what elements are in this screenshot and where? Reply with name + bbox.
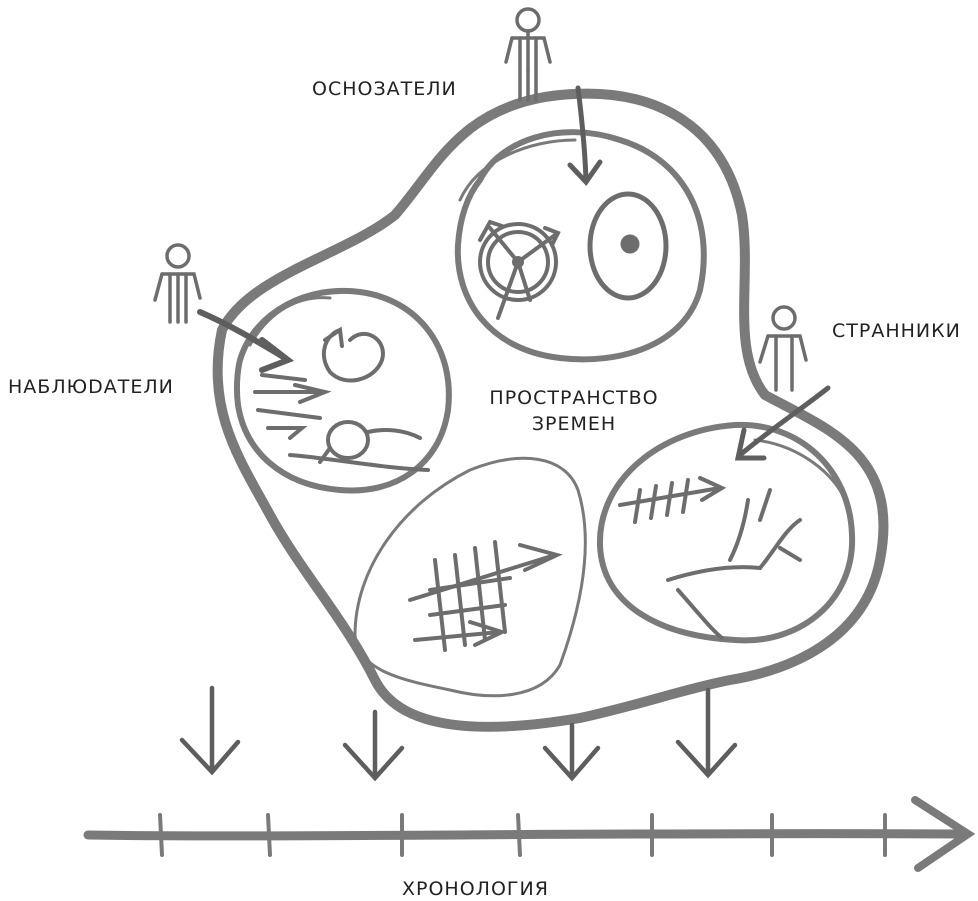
observers-label: НАБЛЮDАТЕЛИ [8, 378, 174, 397]
center-label: ПРОСТРАНСТВО ЗРЕМЕН [482, 386, 666, 437]
branch-icon [620, 478, 800, 638]
center-label-line1: ПРОСТРАНСТВО [482, 386, 666, 412]
timeline-label: ХРОНОЛОГИЯ [402, 880, 549, 899]
lower-lobe [355, 458, 585, 695]
down-arrow-icon [182, 688, 238, 772]
wanderers-label: СТРАННИКИ [832, 322, 961, 341]
down-arrow-icon [345, 712, 402, 778]
down-arrow-icon [678, 690, 735, 775]
timeline-axis [88, 800, 968, 868]
center-label-line2: ЗРЕМЕН [482, 412, 666, 438]
clock-icon [480, 222, 558, 318]
wanderers-person-icon [760, 307, 806, 390]
founders-label: ОСНОЗАТЕЛИ [312, 80, 457, 99]
founders-person-icon [506, 9, 550, 100]
fishbone-icon [410, 542, 557, 650]
observers-person-icon [155, 245, 200, 322]
wanderers-circle [600, 425, 852, 641]
down-arrow-icon [545, 725, 598, 778]
eye-icon [590, 194, 666, 298]
